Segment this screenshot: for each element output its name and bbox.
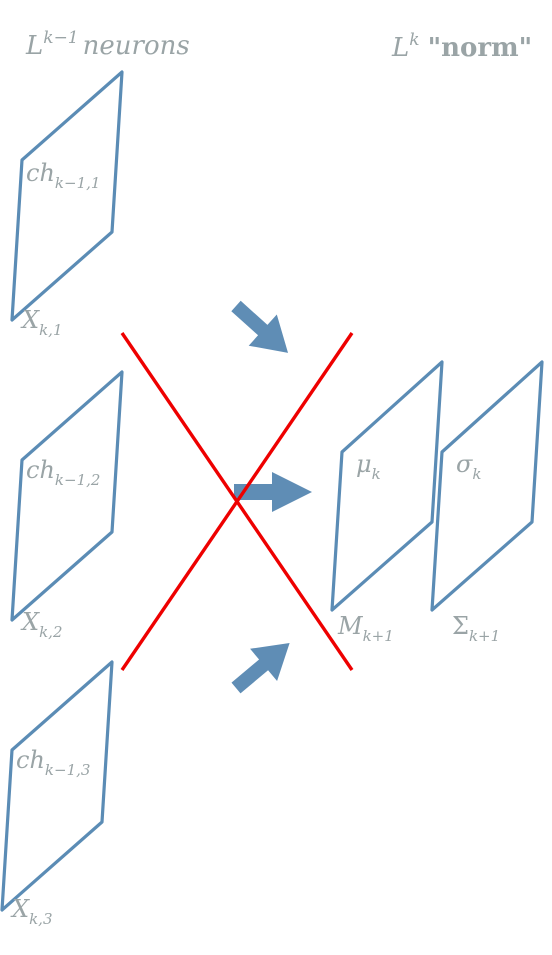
x-2-sub: k,2 bbox=[39, 623, 62, 641]
capital-sigma-base: Σ bbox=[452, 612, 469, 640]
header-left-base: L bbox=[25, 31, 43, 61]
input-map-3 bbox=[0, 660, 114, 912]
header-left-rest: neurons bbox=[83, 31, 190, 61]
capital-sigma-sub: k+1 bbox=[469, 627, 500, 645]
x-label-1: Xk,1 bbox=[20, 306, 63, 339]
x-label-3: Xk,3 bbox=[10, 895, 53, 928]
arrow-middle bbox=[234, 472, 312, 512]
input-map-1 bbox=[10, 70, 124, 322]
channel-1-sub: k−1,1 bbox=[55, 174, 101, 192]
m-sub: k+1 bbox=[363, 627, 394, 645]
channel-label-1: chk−1,1 bbox=[26, 159, 100, 192]
x-1-sub: k,1 bbox=[39, 321, 62, 339]
capital-sigma-label: Σk+1 bbox=[452, 612, 500, 645]
cross-line-ascending bbox=[120, 332, 354, 671]
header-right-label: Lk "norm" bbox=[391, 30, 532, 63]
input-map-2 bbox=[10, 370, 124, 622]
x-label-2: Xk,2 bbox=[20, 608, 63, 641]
output-map-mu bbox=[330, 360, 444, 612]
channel-1-base: ch bbox=[26, 159, 55, 187]
sigma-sub: k bbox=[472, 465, 481, 483]
mu-label: μk bbox=[356, 450, 381, 483]
x-1-base: X bbox=[20, 306, 40, 334]
mu-sub: k bbox=[372, 465, 381, 483]
mu-base: μ bbox=[356, 450, 372, 478]
m-label: Mk+1 bbox=[337, 612, 394, 645]
header-right-sup: k bbox=[409, 30, 419, 50]
arrow-top bbox=[231, 300, 289, 353]
arrow-bottom bbox=[231, 643, 290, 694]
x-3-base: X bbox=[10, 895, 30, 923]
output-map-sigma bbox=[430, 360, 544, 612]
channel-3-base: ch bbox=[16, 746, 45, 774]
x-2-base: X bbox=[20, 608, 40, 636]
channel-2-sub: k−1,2 bbox=[55, 471, 101, 489]
channel-label-2: chk−1,2 bbox=[26, 456, 100, 489]
channel-3-sub: k−1,3 bbox=[45, 761, 91, 779]
header-right-rest: "norm" bbox=[428, 33, 533, 63]
channel-2-base: ch bbox=[26, 456, 55, 484]
x-3-sub: k,3 bbox=[29, 910, 52, 928]
m-base: M bbox=[337, 612, 364, 640]
sigma-label: σk bbox=[456, 450, 481, 483]
header-left-sup: k−1 bbox=[43, 28, 78, 48]
header-right-base: L bbox=[391, 33, 409, 63]
sigma-base: σ bbox=[456, 450, 473, 478]
channel-label-3: chk−1,3 bbox=[16, 746, 90, 779]
